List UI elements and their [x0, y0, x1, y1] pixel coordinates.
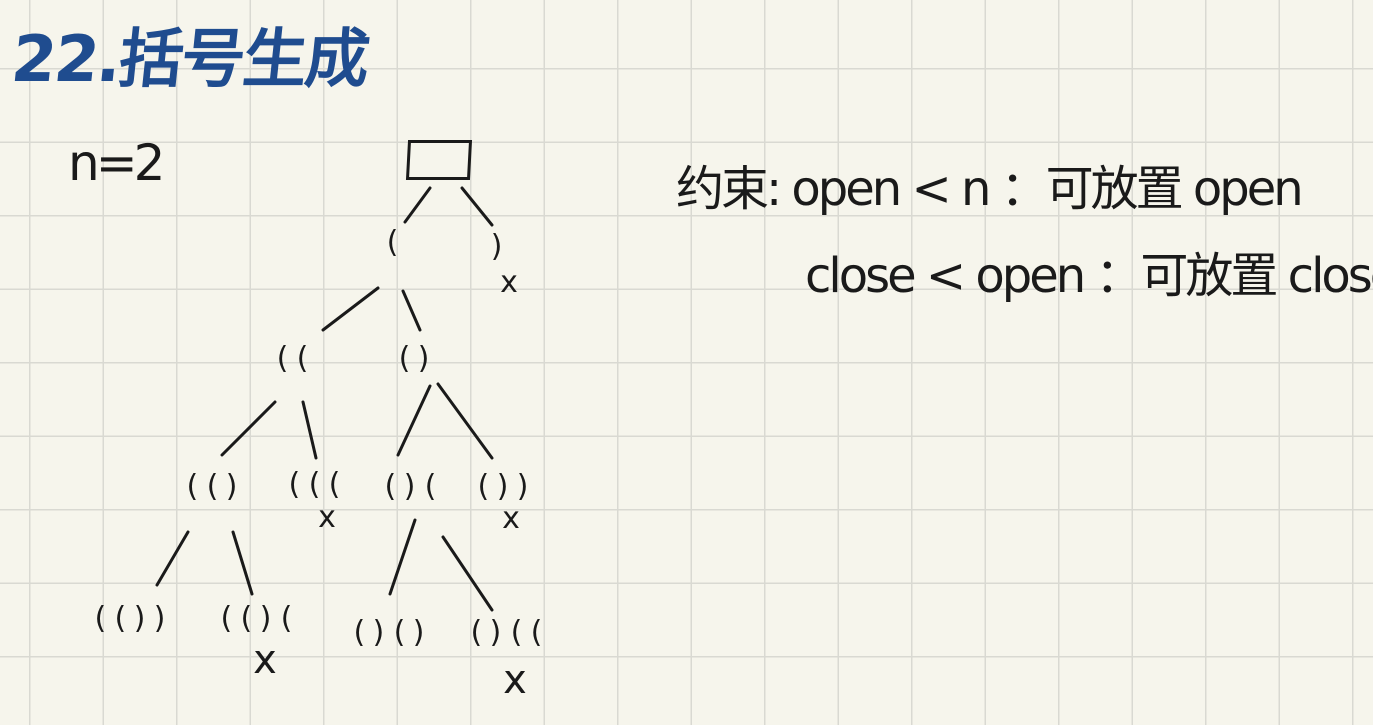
edge-l2a-right	[301, 400, 318, 460]
edge-l1-right	[401, 289, 422, 332]
node-4b: (()(	[216, 601, 298, 636]
node-3b: (((	[284, 467, 346, 502]
reject-mark: x	[502, 501, 520, 536]
node-4a: (())	[90, 601, 172, 636]
edge-l1-left	[321, 286, 380, 332]
constraint-close: close < open ：可放置 close	[805, 248, 1373, 304]
edge-l2a-left	[220, 400, 277, 457]
reject-mark: x	[253, 637, 277, 683]
reject-mark: x	[500, 265, 518, 300]
tree-root-empty	[405, 140, 473, 180]
node-close: )	[487, 229, 509, 264]
edge-root-left	[403, 186, 432, 224]
node-3c: ()(	[380, 469, 442, 504]
edge-root-right	[460, 186, 494, 227]
reject-mark: x	[503, 657, 527, 703]
node-4d: ()((	[466, 615, 548, 650]
node-open-close: ()	[394, 341, 436, 376]
edge-l3a-right	[231, 530, 254, 596]
edge-l2b-left	[396, 384, 432, 457]
edge-l3a-left	[155, 530, 190, 587]
node-open-open: ((	[272, 341, 314, 376]
node-open: (	[382, 225, 404, 260]
reject-mark: x	[318, 500, 336, 535]
node-3d: ())	[473, 469, 535, 504]
constraint-open: 约束: open < n ：可放置 open	[676, 161, 1304, 217]
n-value-label: n=2	[68, 134, 165, 192]
edge-l3c-right	[441, 535, 494, 612]
node-3a: (()	[182, 469, 244, 504]
node-4c: ()()	[349, 615, 431, 650]
edge-l2b-right	[436, 382, 494, 460]
edge-l3c-left	[388, 518, 417, 596]
